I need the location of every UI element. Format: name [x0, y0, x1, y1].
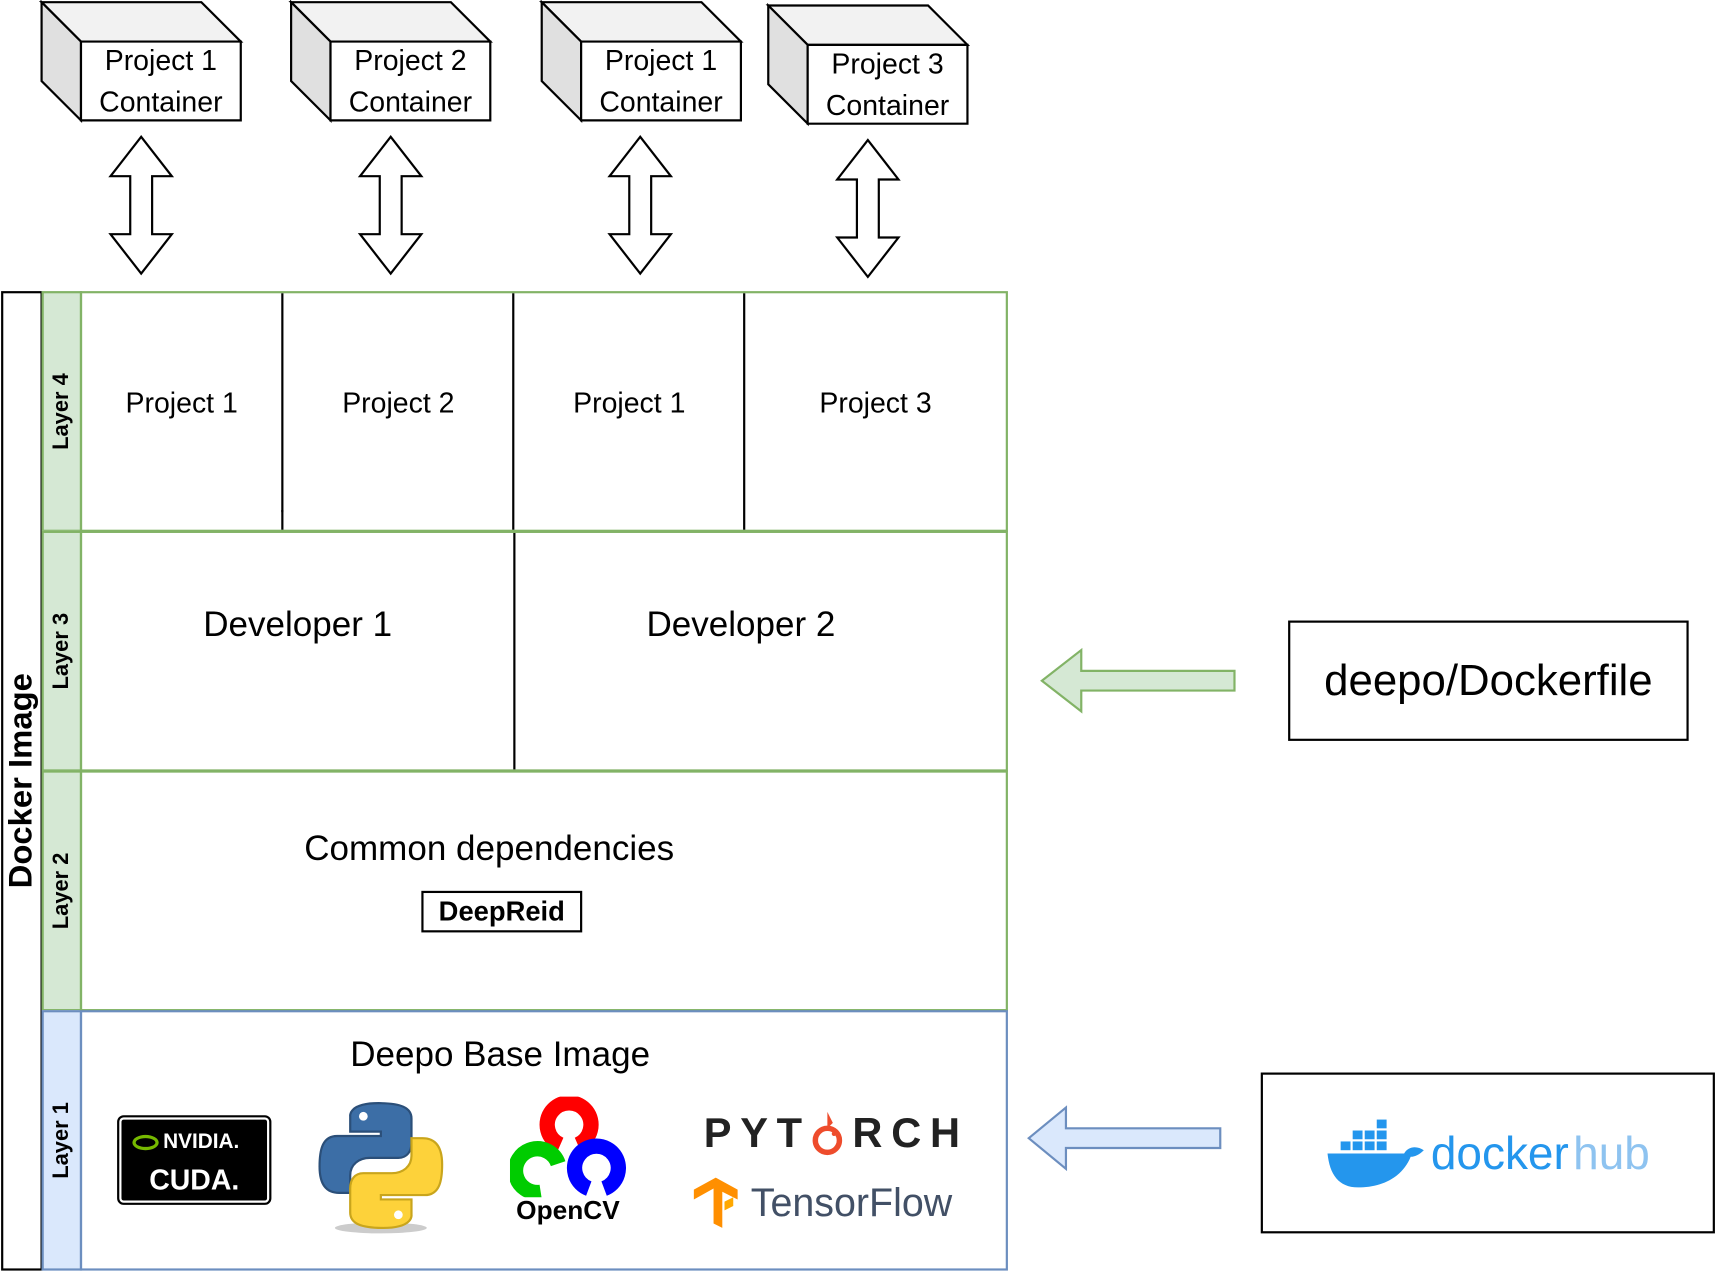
cube-face — [806, 43, 969, 125]
opencv-text: OpenCV — [516, 1196, 620, 1226]
container-cubes — [38, 0, 971, 279]
double-arrow — [607, 135, 674, 276]
cube-face — [79, 40, 242, 122]
layer-3 — [79, 530, 1008, 772]
developer-label: Developer 1 — [203, 603, 393, 643]
dockerfile-arrow — [1040, 647, 1236, 714]
container-label: Project 2 — [354, 43, 467, 77]
container-label: Container — [599, 85, 723, 119]
container-3: Project 1 Container — [581, 42, 741, 121]
common-dependencies-title: Common dependencies — [82, 826, 896, 870]
layer2-title: Common dependencies — [304, 827, 675, 868]
divider — [281, 509, 284, 530]
container-label: Project 1 — [104, 43, 218, 77]
project-label: Project 2 — [342, 385, 455, 419]
container-label: Container — [348, 85, 473, 119]
layer4-project-3: Project 1 — [512, 293, 744, 530]
docker-image-label: Docker Image — [3, 673, 40, 889]
container-1: Project 1 Container — [81, 42, 241, 121]
hub-text: hub — [1573, 1126, 1650, 1179]
badge-label: DeepReid — [438, 895, 565, 927]
layer4-project-1: Project 1 — [82, 293, 281, 512]
opencv-label: OpenCV — [503, 1195, 632, 1228]
layer-1-strip: Layer 1 — [41, 1010, 83, 1271]
dockerfile-box: deepo/Dockerfile — [1288, 620, 1689, 741]
cube-face — [329, 40, 492, 122]
deepo-base-title: Deepo Base Image — [219, 1032, 782, 1076]
tensorflow-icon — [693, 1177, 738, 1228]
layer-4-strip: Layer 4 — [41, 291, 83, 532]
developer-1: Developer 1 — [82, 602, 513, 646]
tensorflow-logo: TensorFlow — [692, 1175, 953, 1230]
divider — [513, 532, 516, 770]
python-eye — [358, 1111, 368, 1121]
layer-label: Layer 2 — [49, 852, 74, 930]
pytorch-logo: PYT RCH — [704, 1108, 969, 1161]
layer-label: Layer 1 — [49, 1102, 74, 1179]
container-label: Container — [825, 88, 950, 122]
opencv-blue-ring — [566, 1138, 626, 1196]
container-label: Project 3 — [831, 47, 944, 80]
nvidia-cuda-logo: NVIDIA. CUDA. — [117, 1115, 272, 1205]
project-label: Project 1 — [573, 385, 686, 419]
layer-2-strip: Layer 2 — [41, 770, 83, 1012]
dockerhub-arrow — [1027, 1105, 1222, 1172]
developer-2: Developer 2 — [515, 602, 966, 646]
opencv-red-ring — [539, 1096, 599, 1152]
developer-label: Developer 2 — [646, 603, 836, 643]
container-4: Project 3 Container — [808, 45, 968, 124]
deepreid-badge: DeepReid — [421, 890, 583, 933]
pytorch-flame-icon — [812, 1111, 843, 1156]
dockerfile-label: deepo/Dockerfile — [1324, 656, 1653, 705]
opencv-green-ring — [509, 1141, 566, 1198]
layer4-project-4: Project 3 — [743, 293, 1006, 530]
opencv-rings-icon — [509, 1096, 626, 1198]
cuda-text: CUDA. — [149, 1163, 240, 1197]
double-arrow — [357, 135, 424, 276]
nvidia-eye-icon — [132, 1134, 159, 1151]
python-yellow-snake — [349, 1137, 444, 1230]
pytorch-text: PYT — [703, 1110, 811, 1157]
nvidia-text: NVIDIA. — [163, 1130, 240, 1154]
cube-face — [580, 40, 743, 122]
pytorch-text: RCH — [852, 1110, 969, 1157]
python-logo — [318, 1102, 444, 1234]
project-label: Project 1 — [125, 385, 238, 419]
docker-image-frame: Docker Image — [1, 291, 43, 1271]
python-eye — [393, 1210, 403, 1220]
layer-label: Layer 4 — [49, 373, 74, 450]
docker-text: docker — [1430, 1126, 1569, 1179]
layer-3-strip: Layer 3 — [41, 530, 83, 772]
docker-whale-icon — [1327, 1119, 1425, 1187]
double-arrow — [834, 138, 901, 279]
container-label: Container — [99, 85, 223, 119]
project-label: Project 3 — [819, 385, 932, 419]
container-label: Project 1 — [604, 43, 718, 77]
layer-label: Layer 3 — [49, 612, 74, 690]
layer1-title: Deepo Base Image — [350, 1033, 651, 1074]
tensorflow-text: TensorFlow — [750, 1179, 953, 1225]
container-2: Project 2 Container — [331, 42, 491, 121]
double-arrow — [108, 135, 175, 276]
layer4-project-2: Project 2 — [281, 293, 513, 513]
